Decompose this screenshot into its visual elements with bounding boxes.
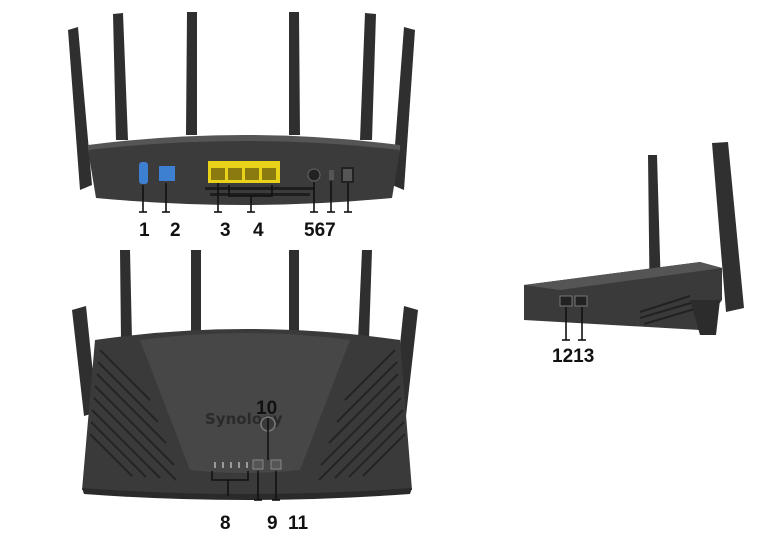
rear-vent-1 [205,187,315,190]
rear-leaders [139,181,352,213]
front-view: Synology 8 9 11 10 [72,250,418,534]
callout-2: 2 [170,220,181,241]
power-button [307,168,321,182]
usb-port [139,162,148,184]
led-4 [238,462,240,468]
rear-antenna-4 [289,12,300,135]
side-vents [639,295,699,325]
callout-1: 1 [139,220,150,241]
front-antenna-3 [191,250,201,335]
wps-button [252,459,264,470]
rear-view: 1 2 3 4 567 [68,12,415,241]
rear-chassis-top [88,135,400,152]
front-antenna-2 [120,250,132,340]
led-2 [222,462,224,468]
side-chassis-top [524,262,722,290]
rear-antenna-1 [68,27,92,190]
right-grille [318,349,406,481]
front-lip [82,488,412,500]
callout-9: 9 [267,513,278,534]
reset-hole [329,170,334,180]
callout-10: 10 [256,398,277,419]
front-antenna-5 [358,250,372,340]
rear-vent-2 [210,193,310,196]
callout-11: 11 [288,513,309,534]
callout-3: 3 [220,220,231,241]
side-stand [690,300,720,335]
callout-567: 567 [304,220,336,241]
side-button-1 [559,295,573,307]
lan-port-1 [211,168,225,180]
front-antenna-4 [289,250,299,335]
lan-port-3 [245,168,259,180]
side-antenna-2 [712,142,744,312]
led-indicators [214,462,248,468]
side-view: 1213 [524,142,744,367]
front-face [140,333,350,473]
led-3 [230,462,232,468]
lan-ports [208,161,280,183]
rear-antenna-2 [113,13,128,140]
dc-in-port [341,167,354,183]
rear-antenna-3 [186,12,197,135]
callout-8: 8 [220,513,231,534]
wifi-button [270,459,282,470]
front-leaders [211,418,280,501]
left-grille [89,349,177,481]
callout-1213: 1213 [552,346,594,367]
wan-port [159,166,175,181]
lan-port-4 [262,168,276,180]
side-button-2 [574,295,588,307]
side-leaders [562,307,586,341]
callout-4: 4 [253,220,264,241]
led-5 [246,462,248,468]
front-antenna-1 [72,306,97,416]
rear-antenna-5 [360,13,376,140]
led-1 [214,462,216,468]
lan-port-2 [228,168,242,180]
